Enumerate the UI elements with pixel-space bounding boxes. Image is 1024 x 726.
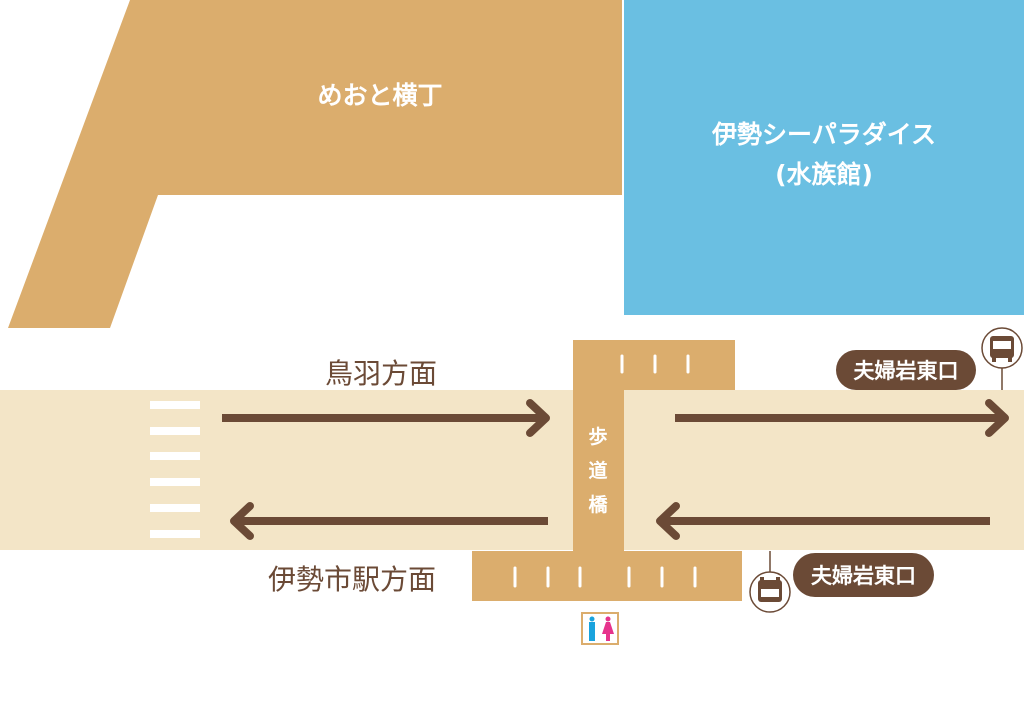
pedestrian-bridge-label: 歩 道 橋	[583, 420, 613, 522]
restroom-icon	[581, 612, 619, 645]
arrow-left-west	[230, 502, 548, 540]
aquarium-sublabel: (水族館)	[775, 160, 873, 189]
arrow-left-east	[656, 502, 990, 540]
bridge-char: 橋	[588, 494, 608, 516]
bridge-char: 道	[588, 460, 608, 482]
meoto-yokocho-building	[8, 0, 622, 328]
pedestrian-bridge	[472, 340, 742, 601]
direction-iseshi: 伊勢市駅方面	[268, 563, 437, 596]
bridge-char: 歩	[588, 426, 608, 448]
direction-toba: 鳥羽方面	[325, 357, 438, 390]
bus-stop-label: 夫婦岩東口	[793, 553, 934, 597]
bus-stop-label: 夫婦岩東口	[836, 350, 976, 390]
meoto-yokocho-label: めおと横丁	[317, 81, 443, 110]
bus-stop-icon	[749, 551, 791, 613]
bus-stop-icon	[981, 327, 1023, 390]
crosswalk	[150, 401, 200, 538]
stair-marks	[513, 354, 697, 588]
arrow-right-west	[222, 399, 550, 437]
aquarium-label: 伊勢シーパラダイス	[711, 120, 936, 149]
aquarium-building	[624, 0, 1024, 315]
arrow-right-east	[675, 399, 1009, 437]
